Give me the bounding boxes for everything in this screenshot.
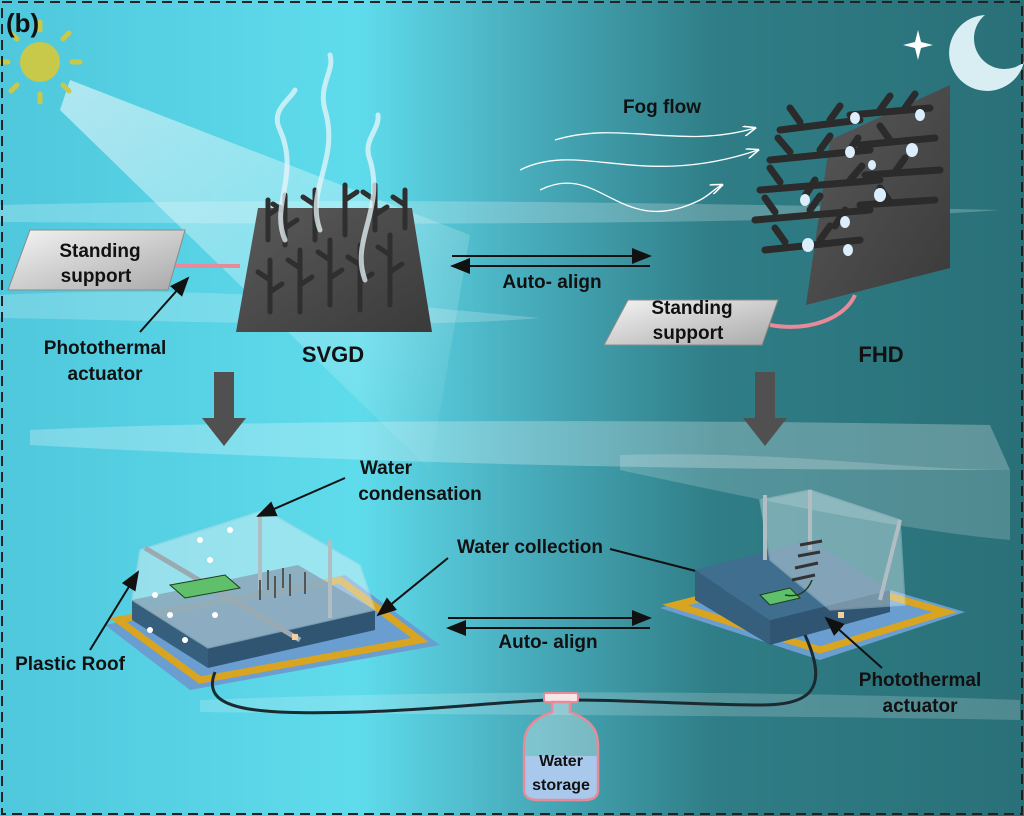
water-condensation-label-2: condensation xyxy=(358,484,482,505)
photothermal-actuator-top-label-2: actuator xyxy=(68,364,144,385)
water-storage-label-2: storage xyxy=(532,777,590,794)
actuator-dot xyxy=(838,612,844,618)
svgd-label: SVGD xyxy=(302,342,364,367)
photothermal-actuator-bottom-label-1: Photothermal xyxy=(859,670,981,691)
standing-support-right-label-2: support xyxy=(653,323,724,344)
photothermal-actuator-top-label-1: Photothermal xyxy=(44,338,166,359)
auto-align-top-label: Auto- align xyxy=(502,272,601,293)
fhd-label: FHD xyxy=(858,342,903,367)
auto-align-bottom-label: Auto- align xyxy=(498,632,597,653)
standing-support-left-label-1: Standing xyxy=(59,241,140,262)
water-storage-label-1: Water xyxy=(539,753,583,770)
actuator-dot xyxy=(292,634,298,640)
water-collection-label: Water collection xyxy=(457,537,603,558)
panel-label: (b) xyxy=(6,8,39,38)
photothermal-actuator-bottom-label-2: actuator xyxy=(883,696,959,717)
water-condensation-label-1: Water xyxy=(360,458,413,479)
standing-support-right-label-1: Standing xyxy=(651,298,732,319)
fog-flow-label: Fog flow xyxy=(623,97,701,118)
plastic-roof-label: Plastic Roof xyxy=(15,654,125,675)
standing-support-left-label-2: support xyxy=(61,266,132,287)
